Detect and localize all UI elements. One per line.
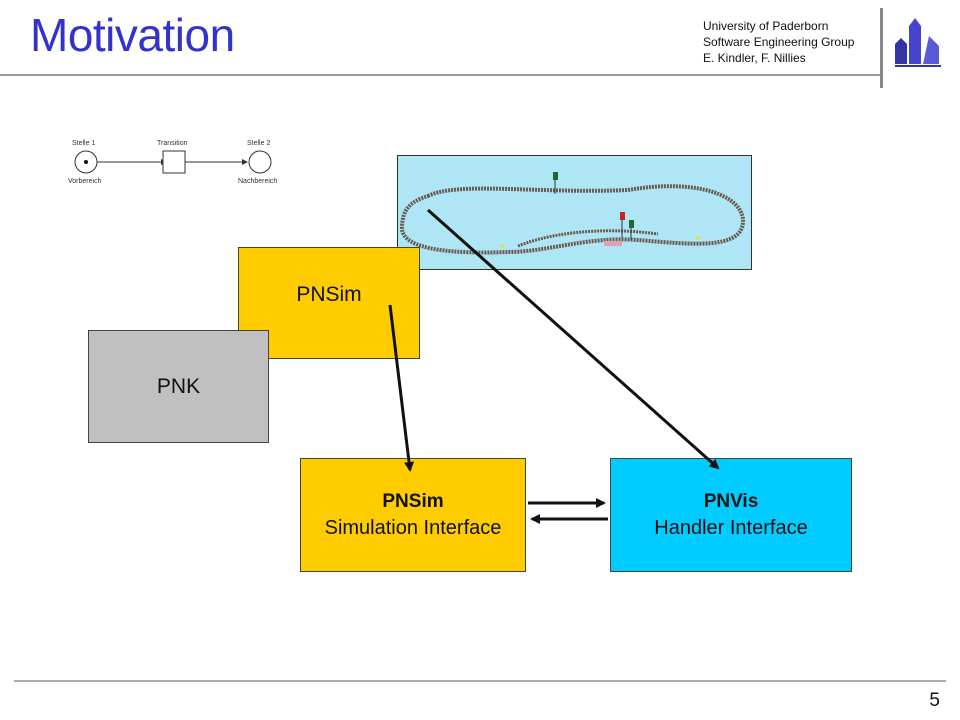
- university-logo-icon: [895, 18, 941, 67]
- petri-net-graphic: [74, 150, 272, 174]
- title-divider: [0, 74, 880, 76]
- petri-place2-label: Stelle 2: [247, 140, 271, 147]
- affiliation-line-university: University of Paderborn: [703, 19, 829, 33]
- header-affiliation: University of Paderborn Software Enginee…: [703, 18, 854, 66]
- pnk-component-label: PNK: [156, 374, 201, 398]
- petri-place1-label: Stelle 1: [72, 140, 96, 147]
- pnsim-simulation-interface-box: PNSim Simulation Interface: [300, 458, 526, 572]
- affiliation-line-group: Software Engineering Group: [703, 35, 855, 49]
- pnk-component-box: PNK: [88, 330, 269, 443]
- petri-net-thumbnail: Stelle 1 Vorbereich Transition Stelle 2 …: [60, 138, 296, 190]
- pnvis-interface-title: PNVis: [703, 491, 759, 512]
- pnsim-component-label: PNSim: [296, 283, 362, 306]
- affiliation-line-authors: E. Kindler, F. Nillies: [703, 51, 806, 65]
- railway-visualization: [397, 155, 752, 270]
- pnsim-interface-subtitle: Simulation Interface: [324, 517, 502, 539]
- petri-transition-label: Transition: [157, 140, 188, 147]
- petri-place2-sublabel: Nachbereich: [238, 178, 278, 185]
- pnvis-handler-interface-box: PNVis Handler Interface: [610, 458, 852, 572]
- footer-divider: [14, 680, 946, 682]
- logo-divider: [880, 8, 883, 88]
- page-title: Motivation: [30, 9, 235, 61]
- pnsim-interface-title: PNSim: [382, 491, 444, 512]
- railway-track-graphic: [399, 172, 746, 255]
- pnvis-interface-subtitle: Handler Interface: [654, 517, 808, 539]
- petri-place1-sublabel: Vorbereich: [68, 178, 102, 185]
- page-number: 5: [929, 690, 940, 711]
